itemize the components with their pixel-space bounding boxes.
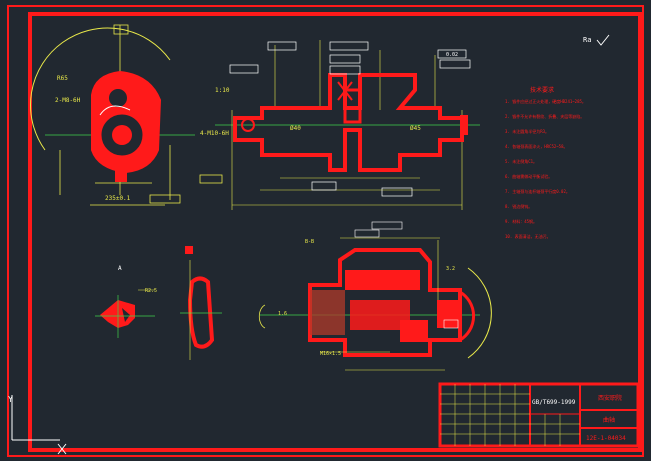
title-block: GB/T699-1999 西安职院 曲轴 12E-1-04034 bbox=[438, 382, 640, 448]
note-8: 8. 锐边倒钝。 bbox=[505, 203, 532, 209]
note-3: 3. 未注圆角半径为R3。 bbox=[505, 128, 549, 134]
note-5: 5. 未注倒角C1。 bbox=[505, 158, 537, 164]
note-7: 7. 主轴颈与连杆轴颈平行度0.02。 bbox=[505, 188, 570, 194]
section-b-view: B bbox=[180, 246, 222, 360]
roughness-1: 1.6 bbox=[278, 311, 287, 317]
section-bb-label: B-B bbox=[305, 239, 314, 245]
drawing-border bbox=[28, 12, 642, 452]
dim-dia-2: Ø45 bbox=[410, 125, 421, 132]
dim-dia-1: Ø40 bbox=[290, 125, 301, 132]
roughness-label: Ra bbox=[583, 36, 591, 44]
dim-thread-2: 4-M10-6H bbox=[200, 130, 229, 137]
part-name: 曲轴 bbox=[603, 416, 615, 424]
tol-value: 0.02 bbox=[446, 52, 458, 58]
company-name: 西安职院 bbox=[598, 394, 622, 402]
section-a-view: A R2.5 bbox=[95, 265, 157, 338]
dim-length-1: 235±0.1 bbox=[105, 195, 131, 202]
roughness-2: 3.2 bbox=[446, 266, 455, 272]
section-a-label: A bbox=[118, 265, 122, 272]
note-6: 6. 曲轴需做动平衡试验。 bbox=[505, 173, 552, 179]
ucs-y-label: Y bbox=[8, 395, 13, 404]
technical-notes: 技术要求 1. 锻件应经过正火处理，硬度HB241~285。 2. 锻件不允许有… bbox=[505, 86, 586, 239]
dim-ratio: 1:10 bbox=[215, 87, 230, 94]
dim-thread-1: 2-M8-6H bbox=[55, 97, 81, 104]
dim-radius: R65 bbox=[57, 75, 68, 82]
roughness-mark: Ra bbox=[583, 34, 610, 46]
end-view: R65 2-M8-6H 4-M10-6H 235±0.1 bbox=[30, 24, 229, 206]
note-4: 4. 各轴颈表面淬火，HRC52~58。 bbox=[505, 143, 568, 149]
note-2: 2. 锻件不允许有裂纹、折叠、夹层等缺陷。 bbox=[505, 113, 584, 119]
note-1: 1. 锻件应经过正火处理，硬度HB241~285。 bbox=[505, 98, 586, 104]
drawing-number: 12E-1-04034 bbox=[586, 435, 626, 442]
dim-thread-3: M16×1.5 bbox=[320, 351, 341, 357]
outer-frame bbox=[7, 5, 644, 457]
shaft-front-view: 1:10 0.02 Ø40 Ø45 bbox=[215, 40, 480, 210]
ucs-icon: Y bbox=[8, 395, 67, 455]
standard-ref: GB/T699-1999 bbox=[532, 399, 576, 406]
lower-section-view: M16×1.5 B-B 1.6 3.2 bbox=[258, 221, 492, 371]
note-9: 9. 材料：45钢。 bbox=[505, 218, 537, 224]
note-10: 10. 表面清洁，无油污。 bbox=[505, 233, 551, 239]
notes-title: 技术要求 bbox=[530, 86, 554, 94]
dim-r25: R2.5 bbox=[145, 288, 157, 294]
